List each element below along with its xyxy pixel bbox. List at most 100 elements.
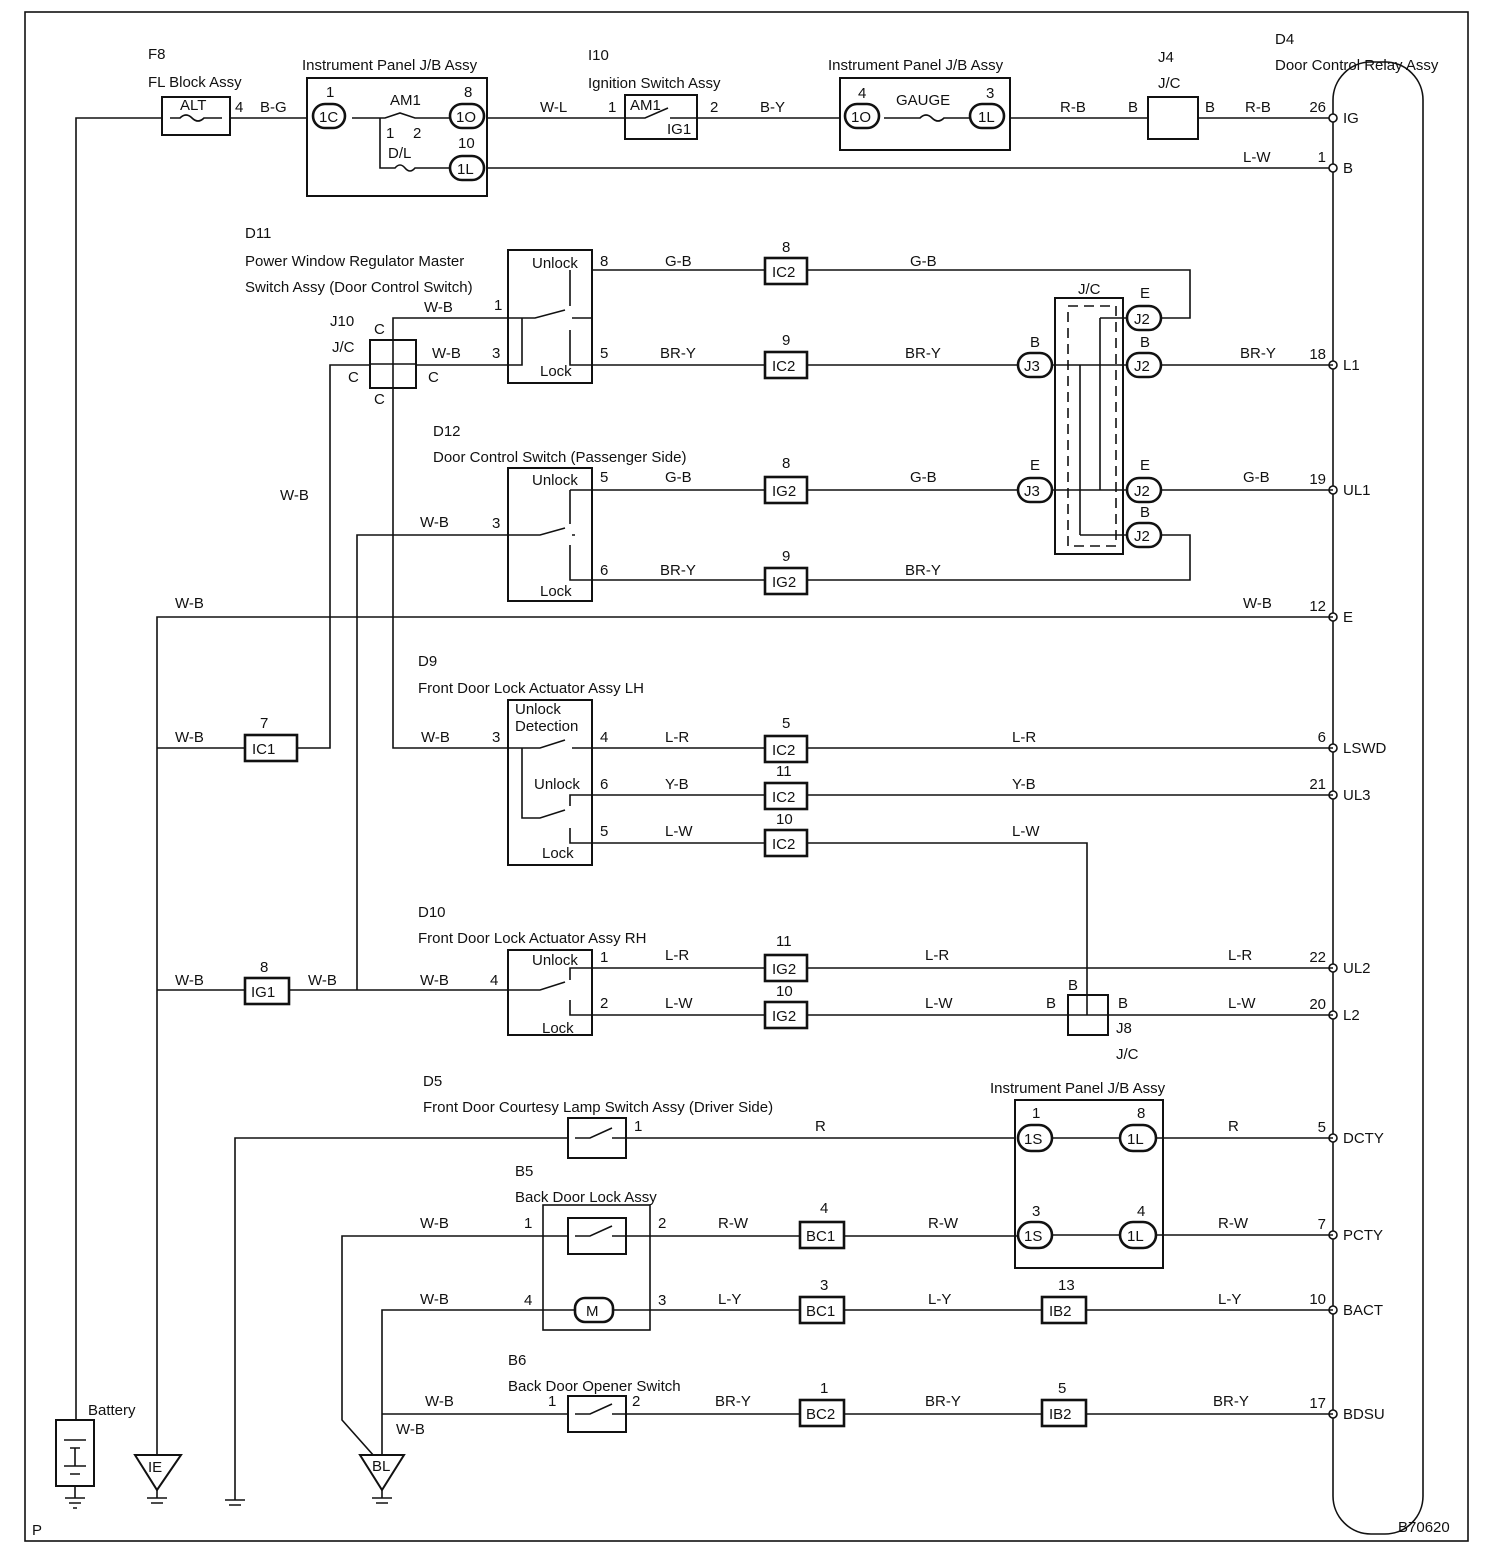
- wire-r-dcty-label: R: [1228, 1118, 1239, 1135]
- j10-name: J/C: [332, 339, 355, 356]
- conn-ic2-8: [763, 256, 809, 286]
- d11-pin5: 5: [600, 345, 608, 362]
- d10-switch: [508, 967, 592, 1016]
- jb1-pin8: 8: [464, 84, 472, 101]
- wire-wb-ic1-label: W-B: [175, 729, 204, 746]
- wire-ly-b5-label: L-Y: [718, 1291, 741, 1308]
- conn-ic2-10-pin: 10: [776, 811, 793, 828]
- wire-wb-d11-1-label: W-B: [424, 299, 453, 316]
- wire-wb-d11-3-label: W-B: [432, 345, 461, 362]
- ground-bl-icon: [358, 1454, 406, 1492]
- d9-pin4: 4: [600, 729, 608, 746]
- wire-lr-d9-label: L-R: [665, 729, 689, 746]
- d10-unlock: Unlock: [532, 952, 578, 969]
- d9-pin6: 6: [600, 776, 608, 793]
- b6-code: B6: [508, 1352, 526, 1369]
- page-letter: P: [32, 1522, 42, 1539]
- ground-bl-earth: [372, 1490, 392, 1504]
- conn-ig2-11-pin: 11: [776, 933, 792, 950]
- d4-pin-label: L2: [1343, 1007, 1360, 1024]
- jb1-dl-path: [379, 118, 450, 172]
- b5-pin3: 3: [658, 1292, 666, 1309]
- diagram-frame: [24, 11, 1469, 1542]
- d9-switch: [508, 739, 592, 844]
- d11-name-line2: Switch Assy (Door Control Switch): [245, 279, 473, 296]
- jb3-conn-1l-a-label: 1L: [1127, 1131, 1144, 1148]
- wire-bry-ib2-label: BR-Y: [925, 1393, 961, 1410]
- jc-mid-e2: E: [1030, 457, 1040, 474]
- d4-pin-number: 20: [1309, 996, 1326, 1013]
- wire-d5-ground: [234, 1137, 568, 1500]
- d10-pin4: 4: [490, 972, 498, 989]
- b5-box: [542, 1204, 651, 1331]
- f8-pin: 4: [235, 99, 243, 116]
- wire-wb-d12-label: W-B: [420, 514, 449, 531]
- d4-pin-terminal: [1328, 113, 1338, 123]
- diagram-id: B70620: [1398, 1519, 1450, 1536]
- jb1-dl: D/L: [388, 145, 411, 162]
- j10-pin-right: C: [428, 369, 439, 386]
- conn-ig2-10-pin: 10: [776, 983, 793, 1000]
- wire-bg-label: B-G: [260, 99, 287, 116]
- jb2-gauge: GAUGE: [896, 92, 950, 109]
- jb3-pin1: 1: [1032, 1105, 1040, 1122]
- wire-wb-bl-label: W-B: [396, 1421, 425, 1438]
- jb2-conn-1l-label: 1L: [978, 109, 995, 126]
- j4-pin-right: B: [1205, 99, 1215, 116]
- jb1-am1: AM1: [390, 92, 421, 109]
- conn-bc1-4-pin: 4: [820, 1200, 828, 1217]
- jc-mid-b2: B: [1140, 334, 1150, 351]
- jb3-conn-1s-a-label: 1S: [1024, 1131, 1042, 1148]
- jb2-pin3: 3: [986, 85, 994, 102]
- jb1-conn-1l-label: 1L: [457, 161, 474, 178]
- b6-pin1: 1: [548, 1393, 556, 1410]
- j4-pin-left: B: [1128, 99, 1138, 116]
- ground-d5-icon: [225, 1499, 245, 1506]
- jb1-conn-1o-label: 1O: [456, 109, 476, 126]
- wire-bry-d11-label: BR-Y: [660, 345, 696, 362]
- d4-pin-number: 18: [1309, 346, 1326, 363]
- conn-ig2-9-pin: 9: [782, 548, 790, 565]
- b5-name: Back Door Lock Assy: [515, 1189, 657, 1206]
- conn-bc1-3-id: BC1: [806, 1303, 835, 1320]
- b5-internal: [543, 1235, 650, 1311]
- wire-wb-ig1-in-label: W-B: [175, 972, 204, 989]
- d12-pin6: 6: [600, 562, 608, 579]
- battery-cells: [64, 1439, 86, 1475]
- conn-ic2-5-id: IC2: [772, 742, 795, 759]
- wire-rw-pcty-label: R-W: [1218, 1215, 1249, 1232]
- jb2-conn-1l: [968, 102, 1006, 130]
- wire-ly-bact-label: L-Y: [1218, 1291, 1241, 1308]
- wire-wb-e-label1: W-B: [175, 595, 204, 612]
- j10-code: J10: [330, 313, 354, 330]
- d10-lock: Lock: [542, 1020, 574, 1037]
- jc-mid-e3: E: [1140, 457, 1150, 474]
- wire-gb-jc-top: [807, 269, 1191, 319]
- alt-fuse-label: ALT: [180, 97, 206, 114]
- d12-pin3: 3: [492, 515, 500, 532]
- b5-pin4: 4: [524, 1292, 532, 1309]
- ground-ie-earth: [147, 1490, 167, 1504]
- j10-pin-top: C: [374, 321, 385, 338]
- conn-ic2-8-pin: 8: [782, 239, 790, 256]
- b5-switch: [575, 1225, 626, 1237]
- conn-ic2-9-pin: 9: [782, 332, 790, 349]
- conn-ib2-5: [1040, 1398, 1088, 1428]
- jb1-conn-1o: [448, 102, 486, 130]
- wire-alt-battery: [75, 117, 162, 1420]
- jc-mid-b1: B: [1030, 334, 1040, 351]
- jc-mid-b3: B: [1140, 504, 1150, 521]
- d4-name: Door Control Relay Assy: [1275, 57, 1439, 74]
- wire-lw-j8-left-label: L-W: [925, 995, 953, 1012]
- conn-ic1-7-id: IC1: [252, 741, 275, 758]
- wire-wb-d11-1: [392, 317, 508, 340]
- d11-pin8: 8: [600, 253, 608, 270]
- d4-pin-label: BACT: [1343, 1302, 1383, 1319]
- wire-lr-lswd-label: L-R: [1012, 729, 1036, 746]
- d9-pin3: 3: [492, 729, 500, 746]
- d4-pin-number: 22: [1309, 949, 1326, 966]
- j8-code: J8: [1116, 1020, 1132, 1037]
- b5-motor-label: M: [586, 1303, 599, 1320]
- jb3-pin3: 3: [1032, 1203, 1040, 1220]
- conn-ic2-10-id: IC2: [772, 836, 795, 853]
